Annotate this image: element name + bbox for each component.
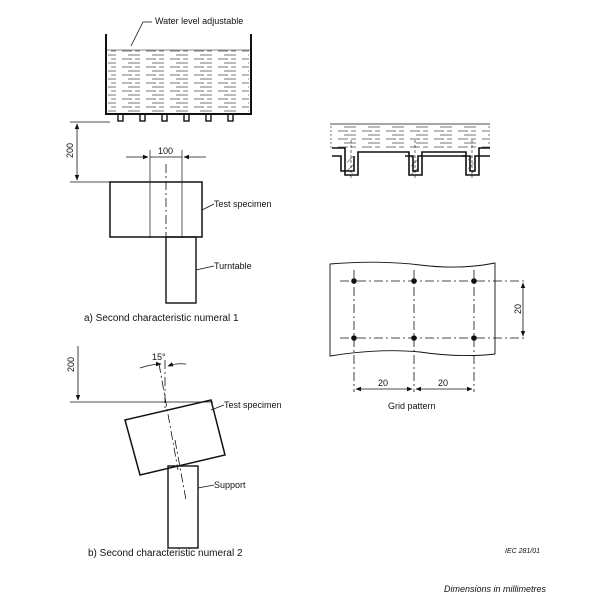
support-label: Support (214, 480, 246, 490)
tank-section-detail (330, 123, 490, 180)
iec-reference: IEC 281/01 (505, 548, 540, 555)
test-specimen-a (109, 181, 203, 238)
water-tank (105, 34, 252, 122)
grid-dimension-vertical: 20 (513, 282, 526, 337)
grid-pattern-label: Grid pattern (388, 401, 436, 411)
angle-dimension-b: 15° (139, 352, 187, 471)
caption-b: b) Second characteristic numeral 2 (88, 548, 243, 559)
grid-vertical-label: 20 (513, 304, 523, 314)
turntable (165, 236, 197, 304)
dimension-width-a: 100 (126, 146, 206, 238)
grid-pattern-plate (329, 261, 525, 392)
dimensions-note: Dimensions in millimetres (444, 584, 547, 594)
support (167, 465, 199, 549)
test-specimen-b (124, 399, 226, 476)
dimension-height-b: 200 (66, 346, 213, 403)
angle-b-label: 15° (152, 352, 166, 362)
dimension-height-b-label: 200 (66, 357, 76, 372)
tank-nozzles (117, 113, 234, 122)
water-level-label: Water level adjustable (155, 16, 243, 26)
dimension-height-a: 200 (65, 121, 110, 183)
test-specimen-a-label: Test specimen (214, 199, 272, 209)
dimension-height-a-label: 200 (65, 143, 75, 158)
test-specimen-b-label: Test specimen (224, 400, 282, 410)
dimension-width-a-label: 100 (158, 146, 173, 156)
grid-dimension-horizontal: 20 20 (355, 378, 473, 392)
grid-holes (351, 278, 477, 341)
turntable-label: Turntable (214, 261, 252, 271)
grid-h1-label: 20 (378, 378, 388, 388)
water-level-callout: Water level adjustable (130, 16, 243, 47)
grid-h2-label: 20 (438, 378, 448, 388)
caption-a: a) Second characteristic numeral 1 (84, 313, 239, 324)
